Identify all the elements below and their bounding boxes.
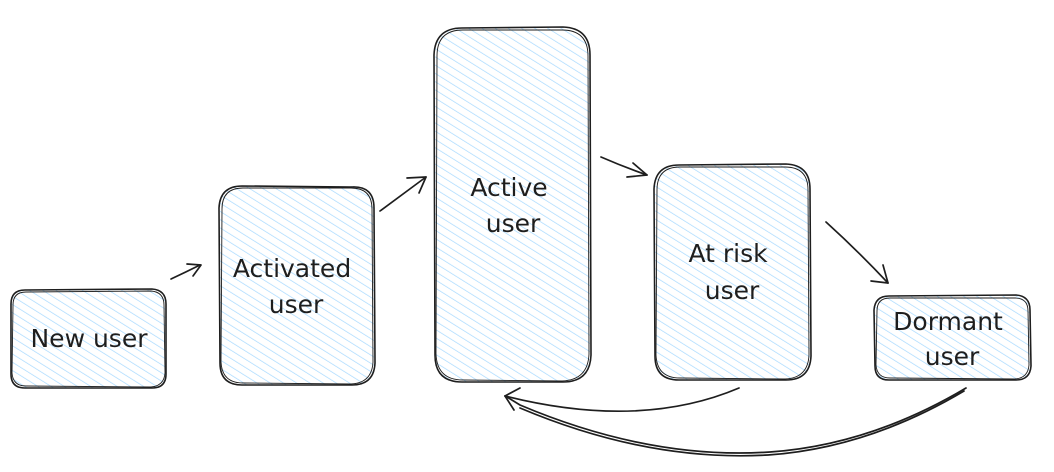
node-active-user-outline [433, 26, 592, 383]
node-at-risk-user: At risk user [653, 163, 812, 381]
node-dormant-user: Dormant user [873, 294, 1032, 381]
arrowhead [186, 263, 202, 277]
arrowhead [504, 387, 521, 397]
node-active-user: Active user [433, 26, 592, 383]
arrow-activated-to-active [379, 176, 427, 212]
arrowhead [626, 162, 648, 178]
node-new-user-fill [11, 290, 166, 388]
node-active-user-fill [435, 28, 590, 382]
node-active-user-label-line-2: user [486, 209, 541, 238]
node-activated-user-fill [220, 186, 374, 385]
node-activated-user-label-line-2: user [269, 290, 324, 319]
arrowhead [406, 176, 427, 194]
svg-text:New user: New user [30, 324, 148, 353]
arrow-at-risk-to-dormant [825, 221, 889, 284]
svg-text:Activated user: Activated user [233, 254, 359, 319]
node-dormant-user-label-line-1: Dormant [893, 307, 1003, 336]
arrowhead [504, 395, 515, 411]
arrow-active-to-at-risk [600, 156, 648, 178]
node-new-user-outline [10, 288, 167, 389]
svg-text:Dormant user: Dormant user [893, 307, 1011, 371]
node-activated-user: Activated user [218, 185, 376, 386]
node-new-user: New user [10, 288, 167, 389]
svg-text:At risk user: At risk user [688, 239, 775, 305]
node-activated-user-label-line-1: Activated [233, 254, 351, 283]
node-at-risk-user-fill [655, 165, 810, 380]
node-at-risk-user-label-line-2: user [705, 276, 760, 305]
node-at-risk-user-label-line-1: At risk [688, 239, 768, 268]
arrow-dormant-to-active [506, 387, 967, 457]
node-dormant-user-fill [875, 296, 1030, 380]
node-at-risk-user-outline [653, 163, 812, 381]
node-activated-user-outline [218, 185, 376, 386]
node-dormant-user-label-line-2: user [925, 342, 980, 371]
node-active-user-label-line-1: Active [470, 173, 547, 202]
arrow-new-to-activated [170, 263, 202, 280]
arrow-at-risk-to-active [504, 387, 740, 413]
arrowhead [870, 264, 889, 284]
svg-text:Active user: Active user [470, 173, 555, 238]
node-dormant-user-outline [873, 294, 1032, 381]
node-new-user-label-line-1: New user [30, 324, 148, 353]
